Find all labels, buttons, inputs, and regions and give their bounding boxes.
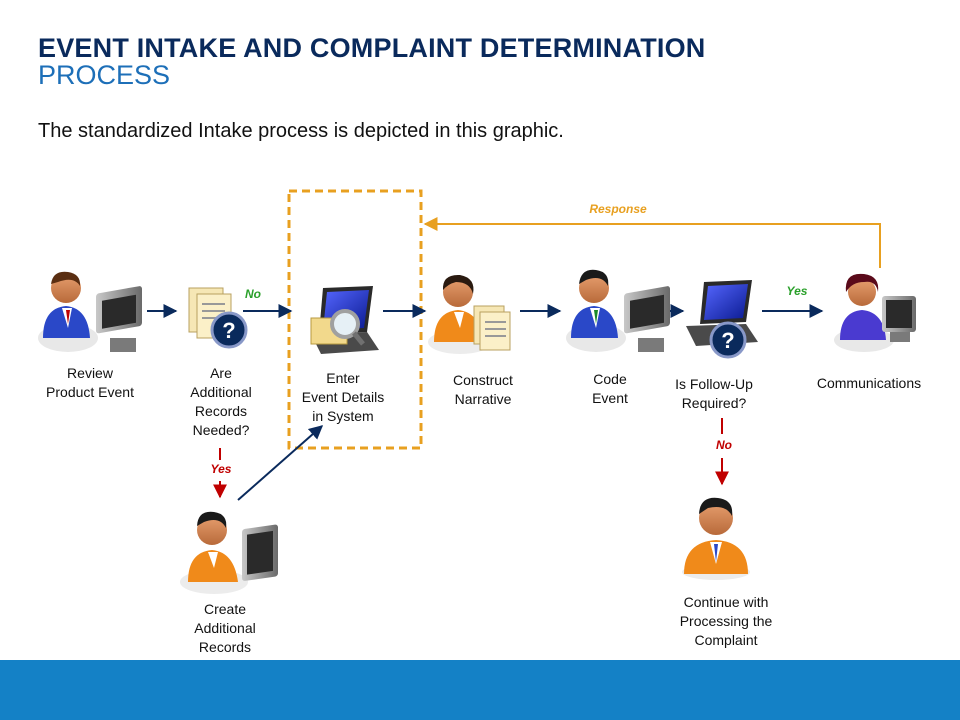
laptop-question-icon: ? [686, 280, 758, 359]
svg-text:?: ? [222, 318, 235, 343]
person-computer-icon [180, 511, 278, 594]
tag-response: Response [589, 202, 647, 216]
svg-text:?: ? [721, 328, 734, 353]
person-computer-icon [566, 269, 670, 352]
node-label-communications: Communications [816, 375, 922, 391]
node-label-continue: Continue with Processing the Complaint [679, 594, 773, 648]
page-title: EVENT INTAKE AND COMPLAINT DETERMINATION [38, 33, 706, 63]
arrow-create-to-enter [237, 425, 324, 501]
tag-yes-followup: Yes [786, 284, 808, 298]
node-label-review: Review Product Event [46, 365, 134, 400]
page-title-line2: PROCESS [38, 60, 171, 90]
tag-no-followup: No [716, 438, 732, 452]
highlight-box [287, 189, 423, 450]
arrow-response [423, 217, 881, 268]
tag-yes-records: Yes [210, 462, 232, 476]
node-label-code: Code Event [592, 371, 628, 406]
laptop-search-icon [310, 286, 379, 354]
person-documents-icon [428, 274, 511, 354]
person-computer-icon [38, 271, 142, 352]
node-label-followup: Is Follow-Up Required? [675, 376, 753, 411]
process-diagram: ? ? [38, 189, 916, 594]
node-label-create: Create Additional Records [194, 601, 256, 655]
person-computer-icon [834, 273, 916, 352]
person-icon [682, 497, 750, 580]
node-label-enter: Enter Event Details in System [301, 370, 385, 424]
node-label-records-needed: Are Additional Records Needed? [190, 365, 252, 438]
documents-question-icon: ? [188, 287, 248, 349]
node-label-construct: Construct Narrative [453, 372, 513, 407]
tag-no-records: No [245, 287, 261, 301]
footer-band [0, 660, 960, 720]
page-subtitle: The standardized Intake process is depic… [38, 120, 564, 142]
